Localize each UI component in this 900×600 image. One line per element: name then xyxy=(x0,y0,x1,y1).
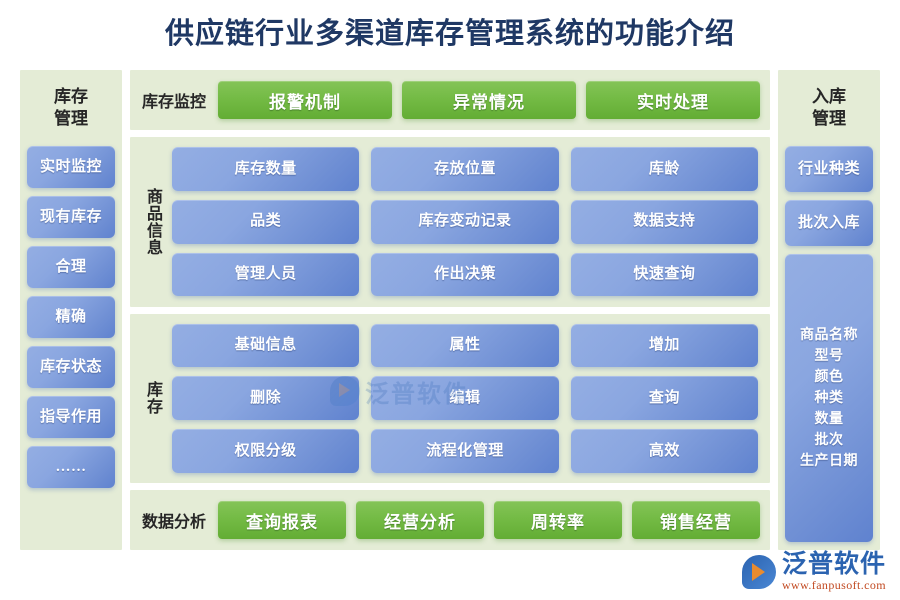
button-quick-query[interactable]: 快速查询 xyxy=(570,252,758,297)
sidebar-item-accurate[interactable]: 精确 xyxy=(27,296,115,338)
data-analysis-row: 数据分析 查询报表 经营分析 周转率 销售经营 xyxy=(130,490,770,550)
data-analysis-label: 数据分析 xyxy=(142,514,207,531)
sidebar-item-batch-inbound[interactable]: 批次入库 xyxy=(785,200,873,246)
button-alarm-mechanism[interactable]: 报警机制 xyxy=(218,81,393,119)
button-permission-levels[interactable]: 权限分级 xyxy=(172,429,360,473)
inventory-monitor-row: 库存监控 报警机制 异常情况 实时处理 xyxy=(130,70,770,130)
right-sidebar-items: 行业种类 批次入库 商品名称型号颜色种类数量批次生产日期 xyxy=(785,146,873,542)
button-basic-info[interactable]: 基础信息 xyxy=(172,323,360,368)
left-sidebar-heading-line2: 管理 xyxy=(54,109,88,128)
inventory-monitor-label: 库存监控 xyxy=(142,94,207,111)
button-process-management[interactable]: 流程化管理 xyxy=(371,429,559,473)
button-business-analysis[interactable]: 经营分析 xyxy=(356,501,485,539)
inventory-label: 库存 xyxy=(144,381,161,416)
button-attributes[interactable]: 属性 xyxy=(371,323,559,368)
corner-logo-text: 泛普软件 www.fanpusoft.com xyxy=(781,551,886,593)
button-delete[interactable]: 删除 xyxy=(172,376,360,421)
left-sidebar-items: 实时监控 现有库存 合理 精确 库存状态 指导作用 …… xyxy=(27,146,115,542)
sidebar-item-more[interactable]: …… xyxy=(27,446,115,488)
button-efficient[interactable]: 高效 xyxy=(570,429,758,473)
button-abnormal-situation[interactable]: 异常情况 xyxy=(402,81,577,119)
button-turnover-rate[interactable]: 周转率 xyxy=(494,501,623,539)
product-info-label-wrap: 商品信息 xyxy=(138,147,166,297)
button-sales-operation[interactable]: 销售经营 xyxy=(632,501,761,539)
button-stock-change-record[interactable]: 库存变动记录 xyxy=(371,199,559,244)
button-query-report[interactable]: 查询报表 xyxy=(218,501,347,539)
button-stock-quantity[interactable]: 库存数量 xyxy=(172,147,360,191)
sidebar-item-stock-status[interactable]: 库存状态 xyxy=(27,346,115,388)
button-realtime-processing[interactable]: 实时处理 xyxy=(586,81,761,119)
button-edit[interactable]: 编辑 xyxy=(371,376,559,421)
sidebar-item-reasonable[interactable]: 合理 xyxy=(27,246,115,288)
sidebar-item-industry-type[interactable]: 行业种类 xyxy=(785,146,873,192)
center-column: 库存监控 报警机制 异常情况 实时处理 商品信息 库存数量 存放位置 库龄 品类… xyxy=(130,70,770,550)
left-sidebar-heading-line1: 库存 xyxy=(54,87,88,106)
inventory-block: 库存 基础信息 属性 增加 删除 编辑 查询 权限分级 流程化管理 高效 xyxy=(130,313,770,483)
button-stock-age[interactable]: 库龄 xyxy=(570,147,758,191)
sidebar-item-realtime-monitor[interactable]: 实时监控 xyxy=(27,146,115,188)
inventory-grid: 基础信息 属性 增加 删除 编辑 查询 权限分级 流程化管理 高效 xyxy=(172,323,758,474)
corner-logo-url: www.fanpusoft.com xyxy=(781,578,886,592)
button-managers[interactable]: 管理人员 xyxy=(172,252,360,297)
product-info-label: 商品信息 xyxy=(144,187,161,256)
fanpu-corner-logo-icon xyxy=(741,555,776,589)
right-sidebar-heading-line2: 管理 xyxy=(812,109,846,128)
right-sidebar: 入库 管理 行业种类 批次入库 商品名称型号颜色种类数量批次生产日期 xyxy=(778,70,880,550)
right-sidebar-heading: 入库 管理 xyxy=(785,76,873,146)
diagram-board: 库存 管理 实时监控 现有库存 合理 精确 库存状态 指导作用 …… 库存监控 … xyxy=(0,62,900,572)
inventory-label-wrap: 库存 xyxy=(138,324,166,474)
page-title: 供应链行业多渠道库存管理系统的功能介绍 xyxy=(164,18,735,50)
left-sidebar-heading: 库存 管理 xyxy=(27,76,115,146)
sidebar-item-product-fields[interactable]: 商品名称型号颜色种类数量批次生产日期 xyxy=(785,254,873,542)
button-add[interactable]: 增加 xyxy=(570,323,758,368)
right-sidebar-heading-line1: 入库 xyxy=(812,87,846,106)
button-data-support[interactable]: 数据支持 xyxy=(570,199,758,244)
left-sidebar: 库存 管理 实时监控 现有库存 合理 精确 库存状态 指导作用 …… xyxy=(20,70,122,550)
button-query[interactable]: 查询 xyxy=(570,376,758,421)
button-make-decision[interactable]: 作出决策 xyxy=(371,252,559,297)
corner-logo: 泛普软件 www.fanpusoft.com xyxy=(741,551,886,593)
sidebar-item-guidance[interactable]: 指导作用 xyxy=(27,396,115,438)
product-info-grid: 库存数量 存放位置 库龄 品类 库存变动记录 数据支持 管理人员 作出决策 快速… xyxy=(172,147,758,297)
button-category[interactable]: 品类 xyxy=(172,199,360,244)
button-storage-location[interactable]: 存放位置 xyxy=(371,147,559,191)
sidebar-item-current-stock[interactable]: 现有库存 xyxy=(27,196,115,238)
corner-logo-name: 泛普软件 xyxy=(781,551,886,578)
product-info-block: 商品信息 库存数量 存放位置 库龄 品类 库存变动记录 数据支持 管理人员 作出… xyxy=(130,137,770,307)
